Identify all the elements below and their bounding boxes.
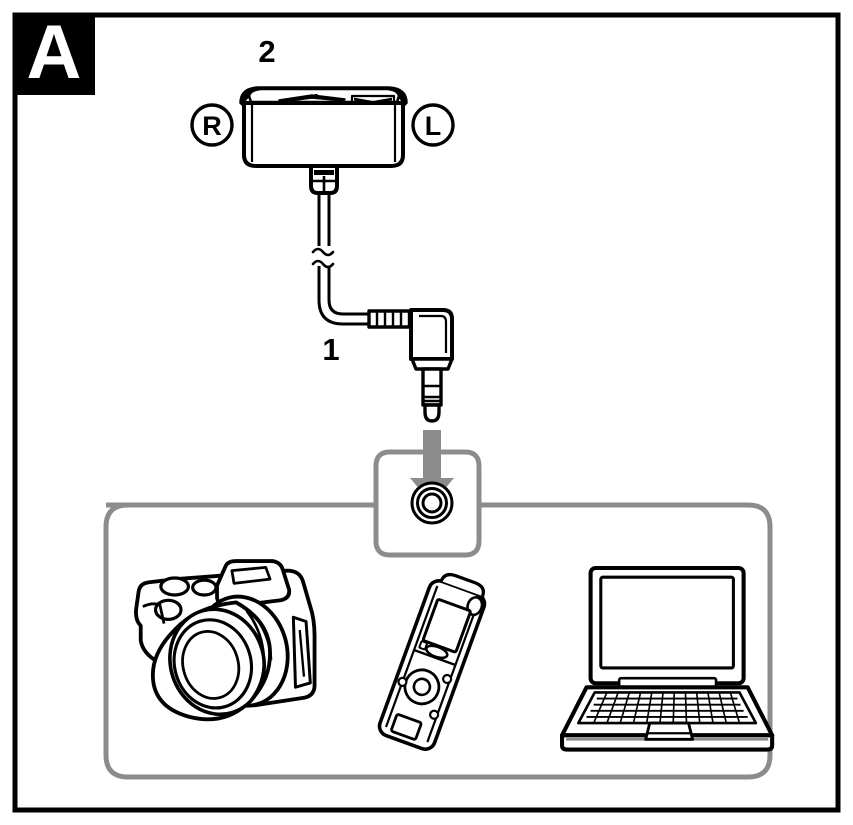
plug-body [409, 308, 454, 361]
device-laptop [560, 565, 775, 752]
callout-number-2: 2 [258, 34, 275, 69]
cable-lower-edge-outer [327, 266, 369, 316]
channel-marker-right: R [190, 103, 234, 147]
recorder-oval-button [425, 644, 449, 660]
recorder-control-center [412, 677, 432, 697]
channel-marker-right-label: R [202, 111, 222, 141]
recorder-button-lower-right [429, 709, 440, 720]
camera-hot-shoe [230, 566, 272, 585]
camera-lens-seam-1 [245, 610, 266, 701]
camera-dial-right [191, 578, 218, 597]
microphone-unit [239, 86, 408, 195]
stereo-mini-plug [367, 308, 454, 423]
microphone-capsule-left-dot [313, 93, 319, 100]
device-ic-recorder [377, 573, 487, 751]
laptop-touchpad [644, 721, 695, 741]
microphone-capsule-right-fill [354, 97, 392, 103]
device-camera [134, 559, 317, 722]
panel-letter: A [27, 10, 82, 95]
recorder-button-left [397, 676, 408, 688]
panel-letter-background [13, 13, 95, 95]
recorder-left-edge [384, 585, 439, 728]
device-container [103, 502, 773, 780]
camera-grip-line [142, 602, 166, 624]
cable-lower-edge-inner [317, 266, 369, 326]
camera-dial-left [159, 576, 191, 597]
jack-callout [373, 430, 482, 558]
camera-port-door-seam [298, 629, 306, 677]
microphone-cable [311, 193, 369, 326]
microphone-strain-relief-band-1 [314, 170, 334, 175]
plug-strain-relief [367, 309, 416, 329]
microphone-body [242, 101, 405, 168]
laptop-screen [599, 575, 735, 670]
recorder-button-upper-right [442, 673, 453, 685]
recorder-speaker-panel [390, 713, 423, 741]
channel-marker-left: L [411, 103, 455, 147]
microphone-capsule-left [278, 94, 346, 103]
plug-tip [423, 403, 441, 423]
figure-border [12, 12, 841, 813]
panel-letter-badge: A [13, 10, 95, 95]
camera-lens-glass [181, 630, 241, 700]
callout-number-1: 1 [322, 332, 339, 367]
channel-marker-right-circle [190, 103, 234, 147]
channel-marker-left-label: L [425, 111, 442, 141]
plug-body-highlight [419, 314, 448, 353]
camera-lens-seam-2 [256, 618, 273, 660]
headphone-jack-icon [410, 481, 454, 525]
laptop-key-columns [592, 692, 741, 724]
cable-break-wave-top [311, 247, 335, 257]
recorder-top-cap [439, 573, 485, 597]
plug-collar [410, 357, 454, 371]
jack-ring-inner [421, 492, 443, 514]
recorder-small-button [418, 640, 428, 651]
channel-marker-left-circle [411, 103, 455, 147]
